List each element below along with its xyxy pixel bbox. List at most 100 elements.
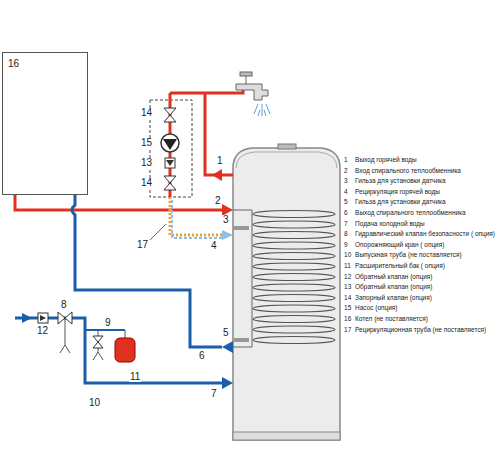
legend-text: Обратный клапан (опция): [355, 284, 432, 290]
coil-outlet: [233, 347, 252, 348]
legend-text: Обратный клапан (опция): [355, 274, 432, 280]
arrow-head: [212, 169, 222, 181]
cold-pipe: [15, 318, 222, 383]
callout-number: 7: [210, 389, 218, 399]
callout-number: 10: [88, 398, 101, 408]
coil-turn: [253, 295, 335, 302]
arrow-head: [222, 341, 233, 353]
coil-turn: [253, 253, 335, 260]
legend-number: 7: [344, 221, 348, 227]
coil-inlet: [233, 210, 252, 211]
pump-symbol: [161, 134, 179, 152]
coil-turn: [253, 316, 335, 323]
legend-number: 14: [344, 295, 351, 301]
callout-number: 14: [140, 178, 153, 188]
hot-pipe: [170, 84, 243, 175]
legend-number: 1: [344, 157, 348, 163]
legend-text: Гидравлический клапан безопасности ( опц…: [355, 231, 495, 237]
sensor-sleeve: [233, 226, 249, 230]
sensor-sleeve: [233, 338, 249, 342]
legend-text: Котел (не поставляется): [355, 316, 428, 322]
shutoff-valve: [164, 176, 176, 190]
safety-valve: [58, 312, 72, 353]
callout-number: 13: [140, 158, 153, 168]
coil-turn: [253, 221, 335, 228]
callout-number: 8: [60, 300, 68, 310]
return-pipe: [72, 195, 222, 347]
expansion-tank: [115, 330, 135, 362]
callout-number: 16: [3, 55, 24, 72]
leader-line: [150, 224, 166, 240]
coil-turn: [253, 211, 335, 218]
check-valve: [165, 158, 175, 168]
tank-base: [233, 432, 340, 440]
legend-text: Вход спирального теплообменника: [355, 168, 461, 174]
legend-number: 16: [344, 316, 351, 322]
callout-number: 1: [216, 156, 224, 166]
coil-turn: [253, 263, 335, 270]
callout-number: 5: [222, 328, 230, 338]
callout-number: 2: [214, 196, 222, 206]
boiler-box: 16: [2, 52, 88, 195]
coil-turn: [253, 274, 335, 281]
coil-riser: [252, 210, 253, 347]
arrow-head: [222, 230, 233, 240]
legend-number: 5: [344, 199, 348, 205]
legend-text: Выпускная труба (не поставляется): [355, 252, 462, 258]
legend-text: Рециркуляция горячей воды: [355, 189, 440, 195]
legend-text: Опорожняющий кран ( опция): [355, 242, 444, 248]
coil-turn: [253, 284, 335, 291]
legend-number: 12: [344, 274, 351, 280]
recirc-pipe: [170, 197, 225, 235]
hot-pipe: [225, 174, 233, 177]
callout-number: 12: [36, 326, 49, 336]
legend-text: Расширительный бак ( опция): [355, 263, 445, 269]
arrow-head: [222, 377, 233, 389]
legend-number: 17: [344, 327, 351, 333]
legend-number: 4: [344, 189, 348, 195]
callout-number: 4: [210, 241, 218, 251]
callout-number: 11: [129, 372, 141, 382]
legend-text: Подача холодной воды: [355, 221, 425, 227]
coil-turn: [253, 337, 335, 344]
coil-turn: [253, 305, 335, 312]
arrow-head: [22, 313, 32, 323]
callout-number: 14: [140, 108, 153, 118]
callout-number: 9: [104, 318, 112, 328]
legend-number: 8: [344, 231, 348, 237]
legend-text: Выход горячей воды: [355, 157, 417, 163]
coil: [253, 211, 335, 344]
callout-number: 6: [198, 351, 206, 361]
legend-text: Рециркуляционная труба (не поставляется): [355, 327, 486, 333]
water-spray: [254, 104, 270, 116]
legend-text: Гильза для установки датчика: [355, 199, 446, 205]
legend-number: 2: [344, 168, 348, 174]
faucet-handle: [240, 72, 252, 76]
pump-group-frame: [150, 100, 192, 197]
legend-number: 13: [344, 284, 351, 290]
legend-text: Выход спирального теплообменника: [355, 210, 466, 216]
branch-pipe: [85, 329, 125, 331]
tank-cap: [278, 144, 296, 149]
legend-text: Гильза для установки датчика: [355, 178, 446, 184]
coil-turn: [253, 326, 335, 333]
legend-number: 15: [344, 305, 351, 311]
coil-turn: [253, 232, 335, 239]
check-valve: [38, 313, 48, 323]
legend-number: 11: [344, 263, 351, 269]
legend-number: 9: [344, 242, 348, 248]
callout-number: 3: [222, 215, 230, 225]
drain-valve: [93, 330, 103, 360]
callout-number: 15: [140, 138, 153, 148]
shutoff-valve: [164, 108, 176, 122]
faucet: [236, 84, 268, 100]
legend-number: 10: [344, 252, 351, 258]
coil-turn: [253, 242, 335, 249]
callout-number: 17: [136, 240, 149, 250]
legend-number: 3: [344, 178, 348, 184]
legend-number: 6: [344, 210, 348, 216]
tank-top: [236, 152, 337, 168]
tank-body: [233, 148, 340, 440]
faucet-handle: [246, 76, 247, 84]
